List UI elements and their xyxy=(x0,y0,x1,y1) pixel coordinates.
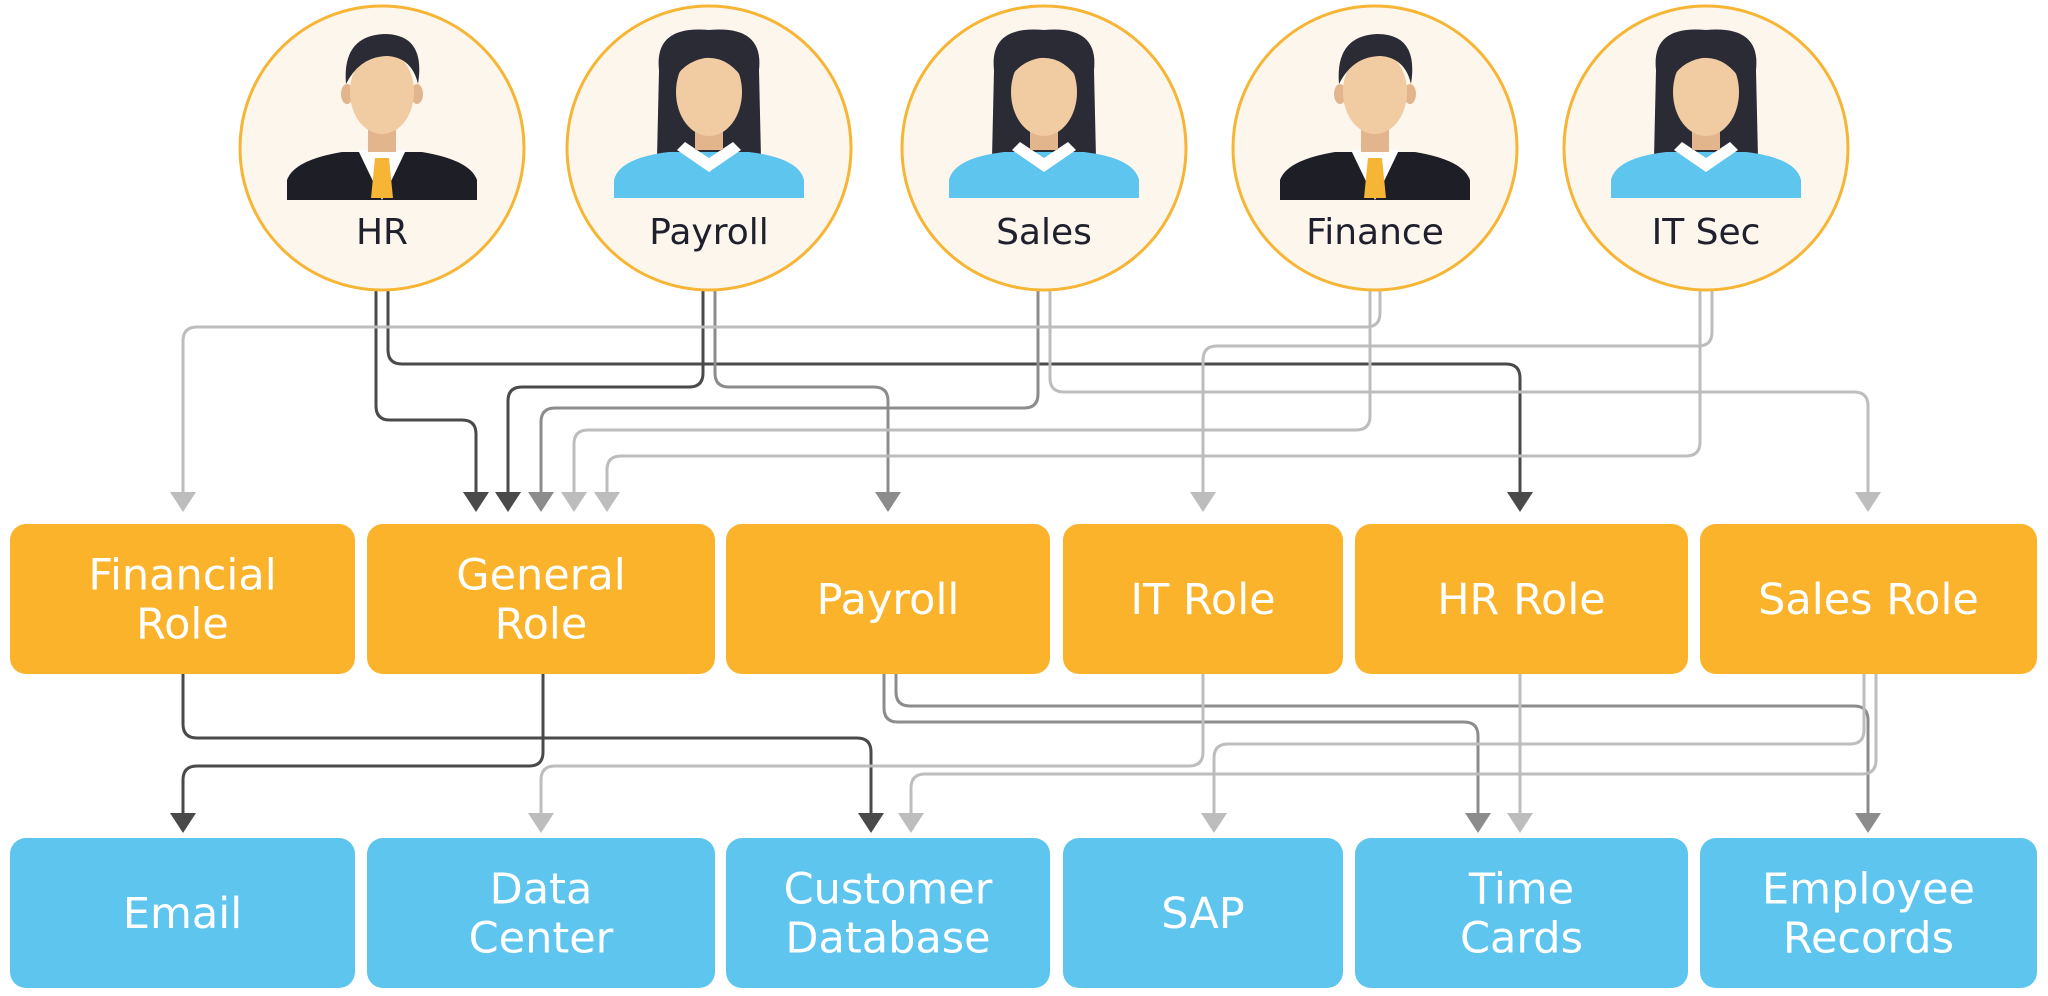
resource-box-label-line: Email xyxy=(123,889,242,939)
arrowhead-icon xyxy=(495,492,521,512)
connector-itsec-to-general-role xyxy=(594,290,1702,512)
connector-hr-to-timecards xyxy=(1507,674,1533,833)
connector-sales-to-sap xyxy=(1201,674,1866,833)
role-box-payroll: Payroll xyxy=(726,524,1050,674)
person-label: IT Sec xyxy=(1652,212,1761,253)
resource-box-label-line: Employee xyxy=(1762,865,1975,915)
arrowhead-icon xyxy=(1465,813,1491,833)
resource-box-label-line: Data xyxy=(490,865,593,915)
male-avatar-icon xyxy=(1280,34,1470,200)
arrowhead-icon xyxy=(170,813,196,833)
arrowhead-icon xyxy=(1507,492,1533,512)
role-box-label-line: HR Role xyxy=(1437,575,1606,625)
resource-box-sap: SAP xyxy=(1063,838,1343,988)
arrowhead-icon xyxy=(561,492,587,512)
arrowhead-icon xyxy=(1190,492,1216,512)
resource-box-email: Email xyxy=(10,838,355,988)
connector-sales-to-general-role xyxy=(528,290,1040,512)
person-payroll: Payroll xyxy=(565,4,853,292)
connector-payroll-to-employeerecords xyxy=(894,674,1881,833)
arrowhead-icon xyxy=(528,492,554,512)
person-label: Payroll xyxy=(649,212,769,253)
role-box-sales: Sales Role xyxy=(1700,524,2037,674)
resource-box-label-line: Cards xyxy=(1460,914,1583,964)
arrowhead-icon xyxy=(1855,813,1881,833)
person-itsec: IT Sec xyxy=(1562,4,1850,292)
person-sales: Sales xyxy=(900,4,1188,292)
person-label: Sales xyxy=(996,212,1092,253)
resource-box-label-line: Database xyxy=(785,914,990,964)
connector-it-to-datacenter xyxy=(528,674,1205,833)
connector-payroll-to-timecards xyxy=(882,674,1491,833)
role-box-hr: HR Role xyxy=(1355,524,1688,674)
connector-finance-to-financial-role xyxy=(170,290,1382,512)
role-box-it: IT Role xyxy=(1063,524,1343,674)
role-box-label-line: Role xyxy=(136,600,229,650)
connector-payroll-to-payroll-role xyxy=(713,290,901,512)
person-hr: HR xyxy=(238,4,526,292)
connector-hr-to-hr-role xyxy=(386,290,1533,512)
arrowhead-icon xyxy=(1201,813,1227,833)
role-box-label-line: Sales Role xyxy=(1758,575,1979,625)
arrowhead-icon xyxy=(463,492,489,512)
connector-financial-to-customerdb xyxy=(181,674,884,833)
connector-itsec-to-it-role xyxy=(1190,290,1714,512)
female-avatar-icon xyxy=(949,29,1139,198)
female-avatar-icon xyxy=(1611,29,1801,198)
role-box-label-line: Payroll xyxy=(817,575,960,625)
arrowhead-icon xyxy=(875,492,901,512)
connector-payroll-to-general-role xyxy=(495,290,705,512)
arrowhead-icon xyxy=(528,813,554,833)
connector-hr-to-general-role xyxy=(374,290,489,512)
role-box-label-line: Financial xyxy=(88,551,276,601)
resource-box-label-line: Records xyxy=(1783,914,1954,964)
resource-box-label-line: Customer xyxy=(784,865,993,915)
arrowhead-icon xyxy=(898,813,924,833)
arrowhead-icon xyxy=(1855,492,1881,512)
arrowhead-icon xyxy=(170,492,196,512)
person-layer: HR Payroll Sales Finance IT Sec xyxy=(238,4,1850,292)
male-avatar-icon xyxy=(287,34,477,200)
connector-layer xyxy=(170,290,1881,833)
person-label: HR xyxy=(356,212,408,253)
connector-sales-to-sales-role xyxy=(1048,290,1881,512)
connector-sales-to-customerdb xyxy=(898,674,1878,833)
connector-general-to-email xyxy=(170,674,545,833)
resource-box-label-line: Time xyxy=(1468,865,1574,915)
connector-finance-to-general-role xyxy=(561,290,1372,512)
arrowhead-icon xyxy=(858,813,884,833)
female-avatar-icon xyxy=(614,29,804,198)
resource-box-label-line: SAP xyxy=(1161,889,1244,939)
person-finance: Finance xyxy=(1231,4,1519,292)
resource-box-label-line: Center xyxy=(469,914,614,964)
person-label: Finance xyxy=(1306,212,1444,253)
role-box-label-line: IT Role xyxy=(1130,575,1275,625)
role-box-label-line: Role xyxy=(495,600,588,650)
role-box-label-line: General xyxy=(456,551,625,601)
arrowhead-icon xyxy=(594,492,620,512)
arrowhead-icon xyxy=(1507,813,1533,833)
